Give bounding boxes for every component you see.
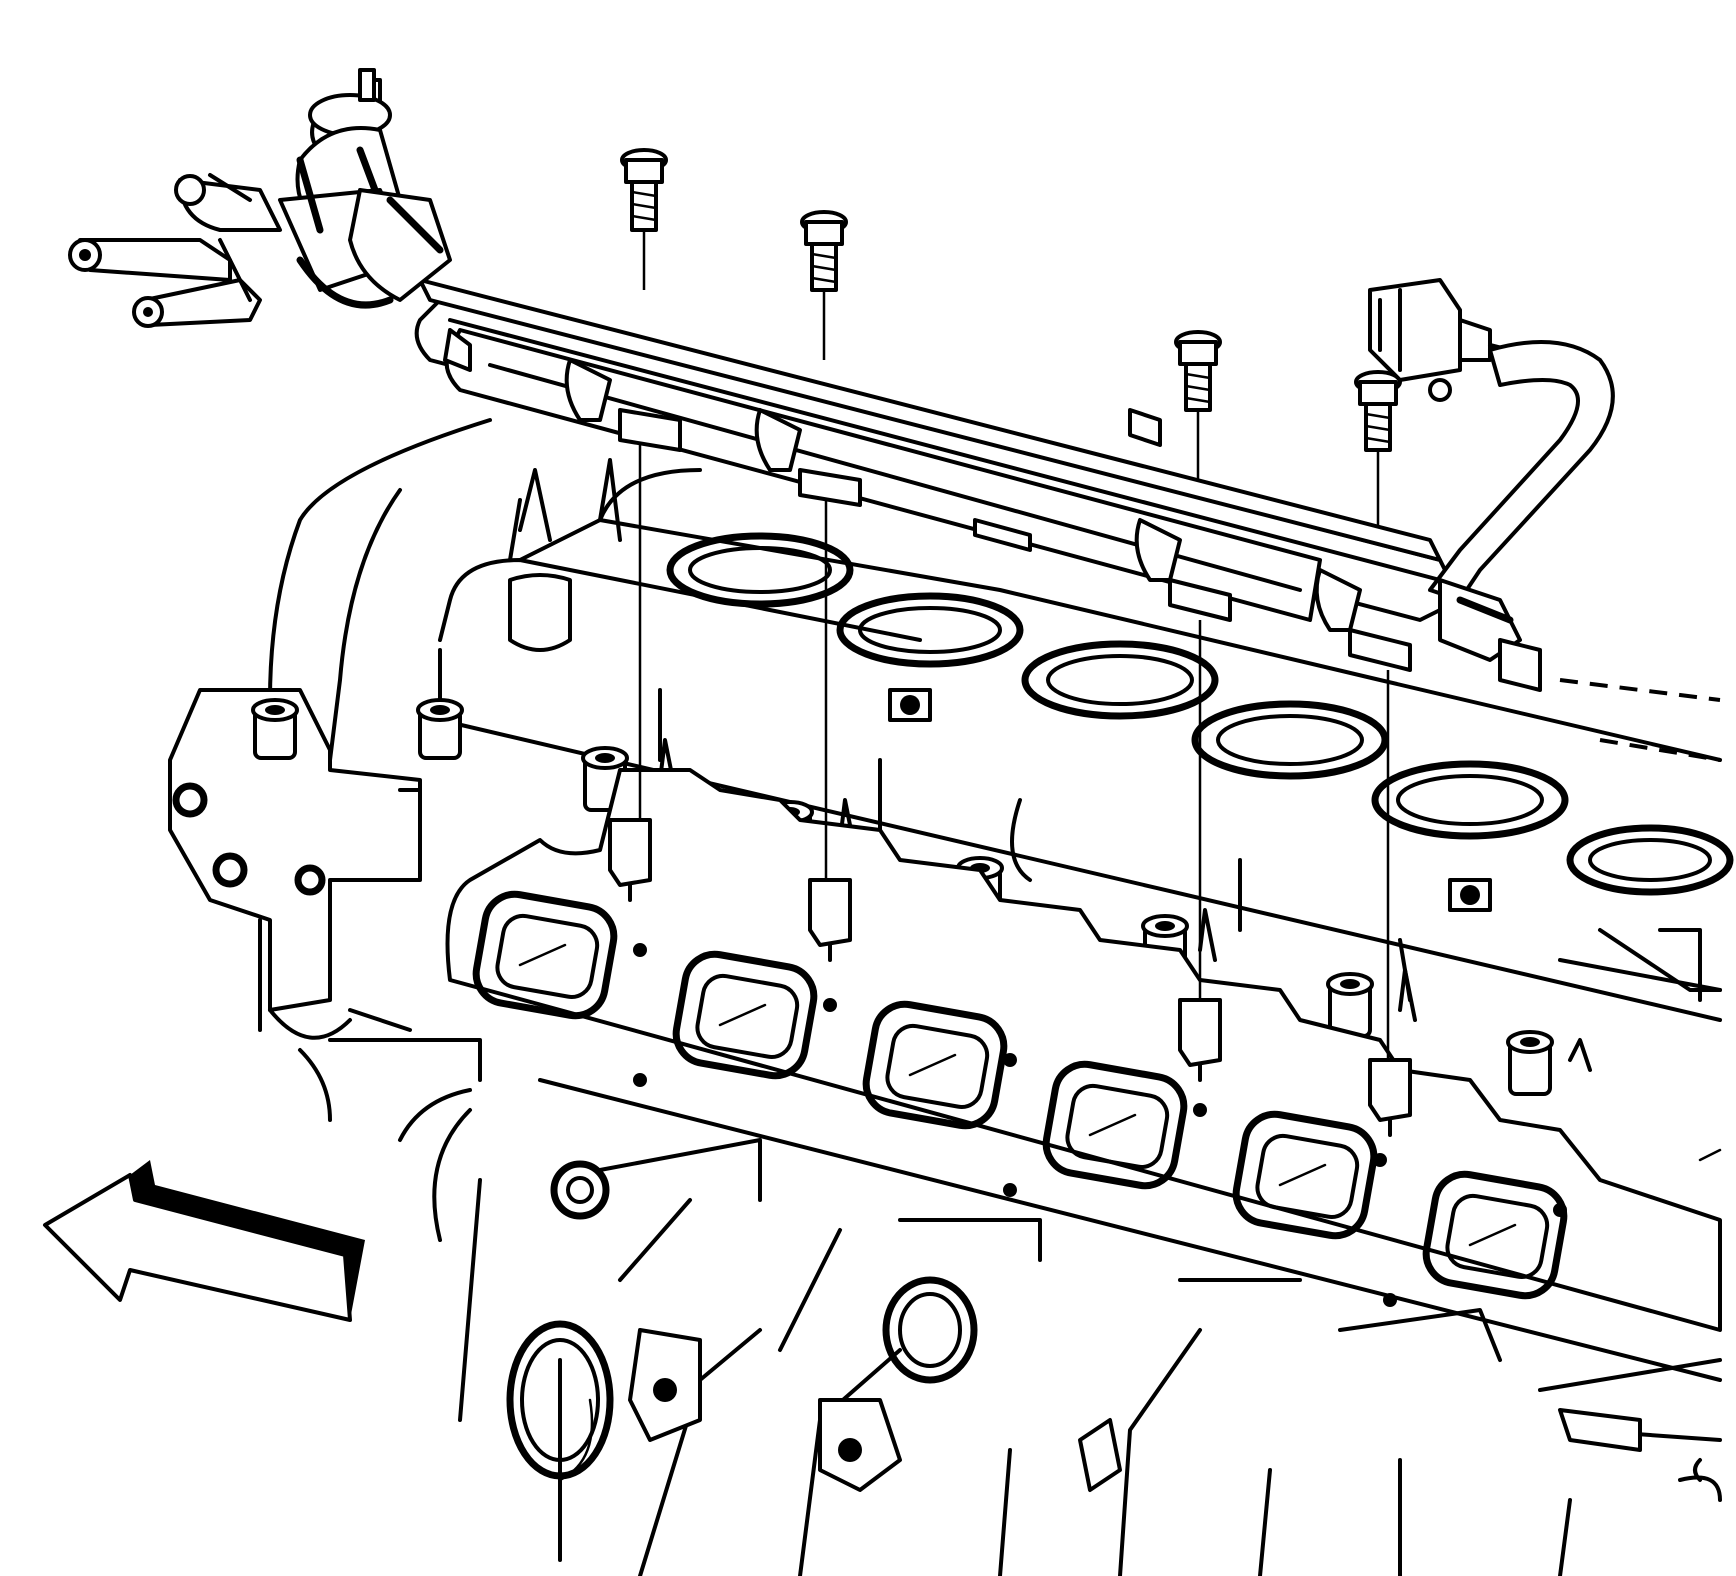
manifold-bolt xyxy=(251,698,299,760)
fuel-rail-bolt-4 xyxy=(1354,370,1402,452)
exhaust-port-2 xyxy=(672,950,818,1080)
fuel-injector-4 xyxy=(1368,1058,1412,1137)
wiring-clip xyxy=(973,518,1032,552)
mount-ear-3 xyxy=(1078,1418,1122,1492)
injector-pipe xyxy=(1428,340,1615,692)
fuel-injector-2 xyxy=(808,878,852,962)
block-bore-3 xyxy=(882,1276,978,1384)
exhaust-ports xyxy=(472,890,1568,1300)
fuel-injectors xyxy=(608,818,1412,1137)
fuel-rail-bolt-3 xyxy=(1174,330,1222,412)
fuel-injector-3 xyxy=(1178,998,1222,1082)
head-bolt xyxy=(1448,878,1492,912)
intake-port-6 xyxy=(1566,824,1734,896)
rail-bracket-2 xyxy=(754,408,802,472)
manifold-bolt xyxy=(416,698,464,760)
fuel-rail-bolts xyxy=(620,148,1402,452)
intake-port-1 xyxy=(666,532,854,608)
intake-port-5 xyxy=(1371,760,1569,840)
exhaust-port-5 xyxy=(1232,1110,1378,1240)
wiring-clip xyxy=(1128,408,1162,447)
fuel-line-fittings xyxy=(68,173,452,328)
direction-arrow-shadow xyxy=(130,1160,365,1320)
engine-block xyxy=(298,1048,1722,1576)
exhaust-port-4 xyxy=(1042,1060,1188,1190)
rail-bracket-1 xyxy=(564,358,612,422)
exhaust-port-6 xyxy=(1422,1170,1568,1300)
head-bolt xyxy=(888,688,932,722)
intake-port-3 xyxy=(1021,640,1219,720)
direction-arrow xyxy=(43,1160,365,1322)
fuel-injector-1 xyxy=(608,818,652,902)
fuel-rail xyxy=(414,278,1462,672)
exhaust-port-3 xyxy=(862,1000,1008,1130)
intake-port-4 xyxy=(1191,700,1389,780)
manifold-bolt xyxy=(1506,1030,1554,1096)
rail-bracket-3 xyxy=(1134,518,1182,582)
fuel-rail-bolt-2 xyxy=(800,210,848,292)
block-bore-1 xyxy=(550,1160,610,1220)
head-corner xyxy=(168,688,422,1012)
block-bore-2 xyxy=(506,1320,614,1480)
fuel-rail-bolt-1 xyxy=(620,148,668,232)
rail-bracket-4 xyxy=(1314,568,1362,632)
installation-guide-lines xyxy=(638,230,1390,1060)
injector-wiring-connector xyxy=(1368,278,1532,402)
intake-port-2 xyxy=(836,592,1024,668)
manifold-bolt xyxy=(1326,972,1374,1038)
exhaust-port-1 xyxy=(472,890,618,1020)
